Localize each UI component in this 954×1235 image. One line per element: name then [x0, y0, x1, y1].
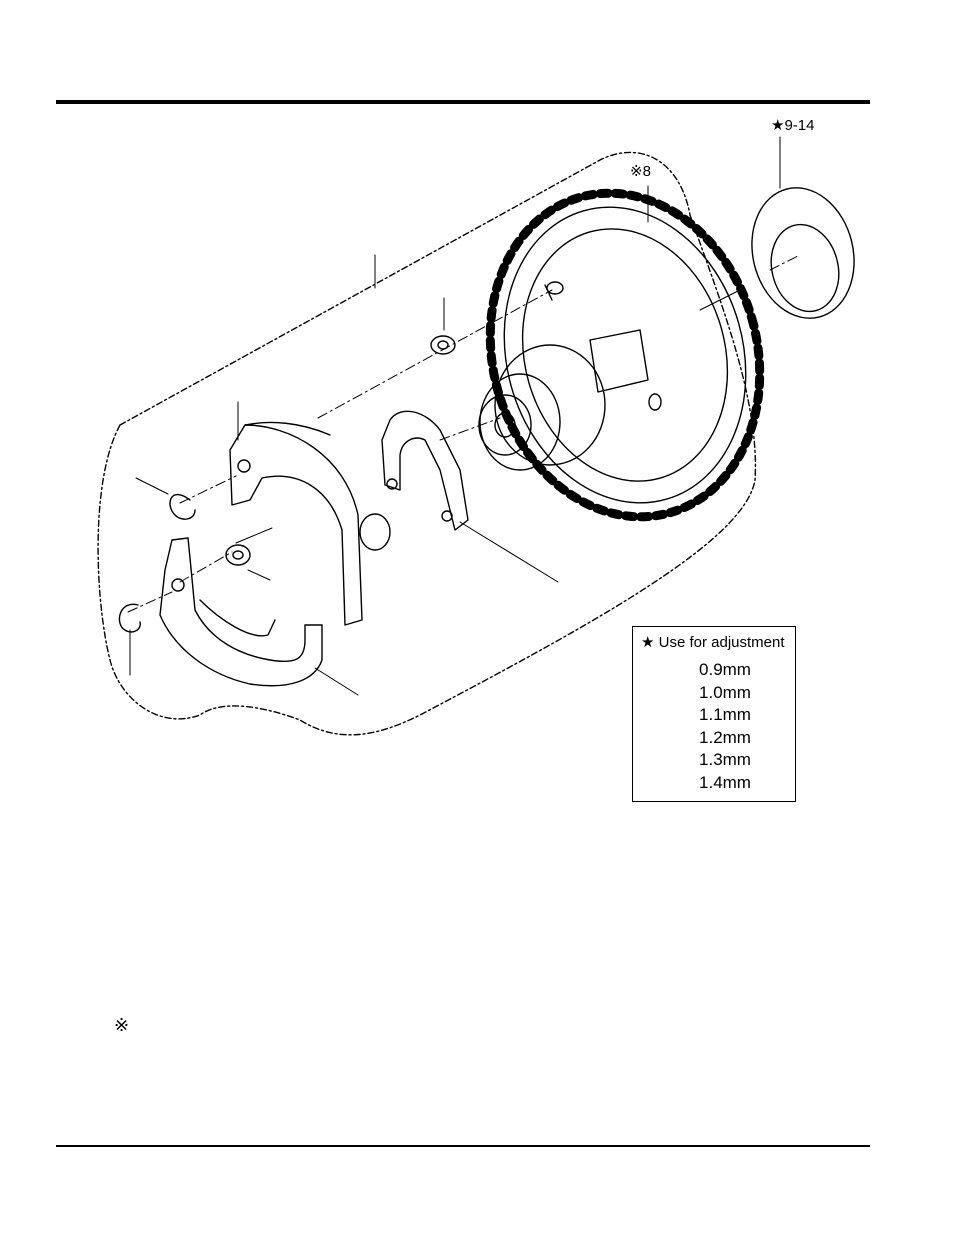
retaining-clips — [119, 495, 195, 632]
washers — [226, 336, 455, 565]
gear-reference: 8 — [643, 163, 651, 180]
gear-callout: ※8 — [630, 164, 651, 180]
adjustment-title-text: Use for adjustment — [659, 634, 785, 651]
adjustment-shim — [739, 177, 868, 329]
star-icon: ★ — [641, 634, 654, 651]
flyweight — [160, 538, 322, 686]
adjustment-size: 1.1mm — [633, 704, 795, 727]
adjustment-size: 1.4mm — [633, 772, 795, 795]
note-symbol: ※ — [630, 163, 643, 180]
adjustment-size: 1.2mm — [633, 727, 795, 750]
footer-rule — [56, 1145, 870, 1147]
adjustment-size-list: 0.9mm 1.0mm 1.1mm 1.2mm 1.3mm 1.4mm — [633, 659, 795, 794]
shim-callout: ★9-14 — [771, 118, 814, 134]
star-symbol: ★ — [771, 117, 784, 134]
weight-arm — [382, 411, 468, 530]
adjustment-table: ★ Use for adjustment 0.9mm 1.0mm 1.1mm 1… — [632, 626, 796, 802]
adjustment-title: ★ Use for adjustment — [641, 633, 785, 651]
adjustment-size: 1.0mm — [633, 682, 795, 705]
shim-reference: 9-14 — [784, 117, 814, 134]
footnote-symbol: ※ — [114, 1015, 129, 1036]
cam-gear — [453, 161, 797, 549]
assembly-axis-lines — [128, 255, 800, 612]
adjustment-size: 1.3mm — [633, 749, 795, 772]
governor-weight-plate — [230, 422, 390, 625]
adjustment-size: 0.9mm — [633, 659, 795, 682]
